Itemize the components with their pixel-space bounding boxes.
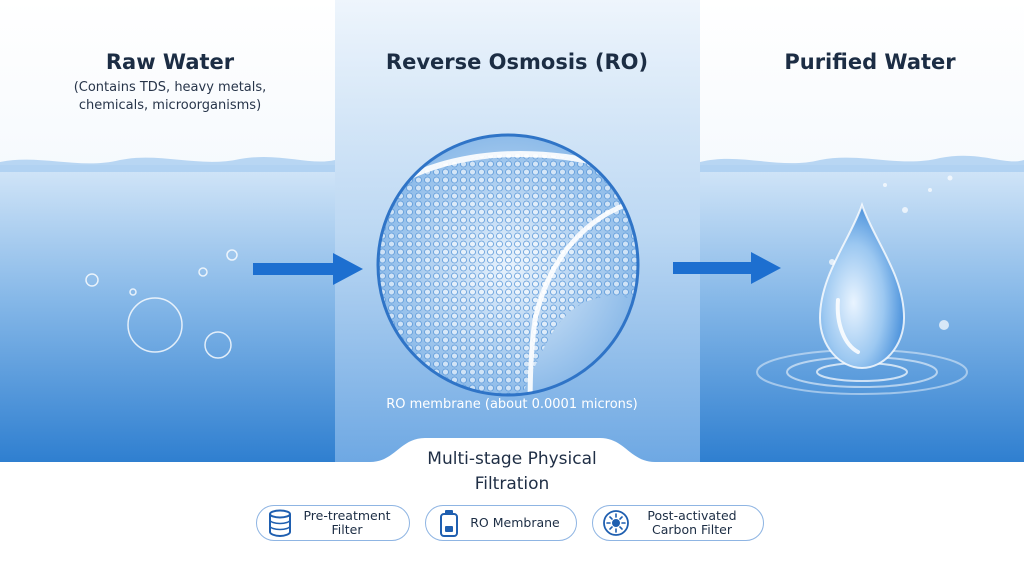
stage-carbon-filter-label-line1: Post-activated — [647, 508, 737, 523]
purified-water-surface — [700, 155, 1024, 172]
stage-pre-treatment-label-line2: Filter — [331, 522, 363, 537]
purified-water-title: Purified Water — [784, 50, 956, 74]
cylinder-filter-icon — [265, 508, 295, 538]
stage-title-tab — [370, 438, 655, 462]
stage-pre-treatment-filter: Pre-treatment Filter — [256, 505, 410, 541]
stage-pre-treatment-label: Pre-treatment Filter — [295, 509, 399, 537]
purified-water-bubbles — [829, 175, 953, 330]
stage-carbon-filter-label-line2: Carbon Filter — [652, 522, 732, 537]
stages-title-line1: Multi-stage Physical — [427, 449, 597, 469]
stage-ro-membrane-label: RO Membrane — [464, 516, 566, 530]
raw-water-title: Raw Water — [105, 50, 235, 74]
ro-title: Reverse Osmosis (RO) — [385, 50, 649, 74]
stage-pre-treatment-label-line1: Pre-treatment — [303, 508, 391, 523]
stage-carbon-filter-label: Post-activated Carbon Filter — [631, 509, 753, 537]
water-drop-icon — [756, 201, 968, 395]
raw-water-subtitle-line1: (Contains TDS, heavy metals, — [73, 80, 267, 95]
arrow-ro-to-purified — [673, 252, 781, 284]
raw-water-subtitle: (Contains TDS, heavy metals, chemicals, … — [40, 79, 300, 115]
stage-ro-membrane-label-line1: RO Membrane — [470, 515, 560, 530]
membrane-cartridge-icon — [434, 508, 464, 538]
arrow-raw-to-ro — [253, 253, 363, 285]
stages-title-line2: Filtration — [474, 474, 550, 494]
raw-water-surface — [0, 156, 335, 172]
stage-ro-membrane: RO Membrane — [425, 505, 577, 541]
raw-water-subtitle-line2: chemicals, microorganisms) — [78, 98, 262, 113]
raw-water-bubbles — [85, 249, 238, 359]
carbon-burst-icon — [601, 508, 631, 538]
raw-water-body — [0, 165, 335, 462]
ro-membrane-caption: RO membrane (about 0.0001 microns) — [386, 397, 638, 412]
stage-carbon-filter: Post-activated Carbon Filter — [592, 505, 764, 541]
ro-membrane-illustration — [376, 133, 640, 397]
stages-title: Multi-stage Physical Filtration — [362, 447, 662, 497]
